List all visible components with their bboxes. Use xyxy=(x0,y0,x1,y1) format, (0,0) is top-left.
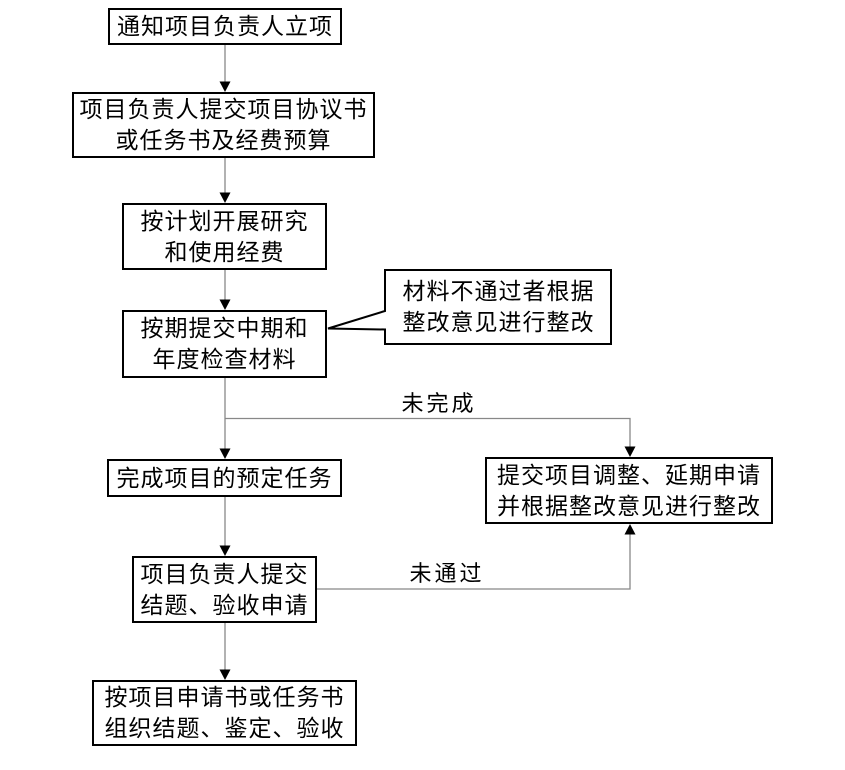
node-organize-acceptance: 按项目申请书或任务书 组织结题、鉴定、验收 xyxy=(92,680,357,746)
connector-not-completed-branch xyxy=(225,417,631,449)
arrow-down-icon xyxy=(219,81,231,92)
arrow-down-icon xyxy=(219,545,231,556)
node-apply-acceptance: 项目负责人提交 结题、验收申请 xyxy=(132,556,317,623)
arrow-down-icon xyxy=(624,446,636,457)
node-midterm-text-line2: 年度检查材料 xyxy=(152,346,297,372)
connector-not-passed-branch xyxy=(317,532,631,590)
edge-label-not-completed: 未完成 xyxy=(401,391,477,416)
node-midterm-text-line1: 按期提交中期和 xyxy=(140,315,309,341)
edge-label-not-passed: 未通过 xyxy=(409,561,485,586)
node-adjust-extension: 提交项目调整、延期申请 并根据整改意见进行整改 xyxy=(485,457,773,524)
node-agreement: 项目负责人提交项目协议书 或任务书及经费预算 xyxy=(72,92,375,158)
node-apply-text-line1: 项目负责人提交 xyxy=(140,560,309,587)
node-complete-text: 完成项目的预定任务 xyxy=(116,464,333,491)
arrow-down-icon xyxy=(219,192,231,203)
node-adjust-text-line2: 并根据整改意见进行整改 xyxy=(497,492,761,519)
node-callout-text-line1: 材料不通过者根据 xyxy=(402,278,595,304)
node-organize-text-line1: 按项目申请书或任务书 xyxy=(104,684,345,710)
node-notify-text: 通知项目负责人立项 xyxy=(117,13,333,39)
connector-lines xyxy=(224,45,631,672)
node-research: 按计划开展研究 和使用经费 xyxy=(122,203,327,270)
node-organize-text-line2: 组织结题、鉴定、验收 xyxy=(104,715,345,741)
node-notify: 通知项目负责人立项 xyxy=(108,8,342,45)
node-adjust-text-line1: 提交项目调整、延期申请 xyxy=(497,461,761,488)
node-midterm: 按期提交中期和 年度检查材料 xyxy=(122,310,327,378)
arrow-down-icon xyxy=(219,669,231,680)
node-callout-text-line2: 整改意见进行整改 xyxy=(402,309,595,335)
node-complete-tasks: 完成项目的预定任务 xyxy=(107,459,342,497)
node-research-text-line2: 和使用经费 xyxy=(164,238,285,265)
arrow-down-icon xyxy=(219,448,231,459)
node-agreement-text-line1: 项目负责人提交项目协议书 xyxy=(79,96,368,122)
arrowheads xyxy=(219,81,636,680)
node-research-text-line1: 按计划开展研究 xyxy=(140,207,309,234)
node-apply-text-line2: 结题、验收申请 xyxy=(140,591,309,618)
node-agreement-text-line2: 或任务书及经费预算 xyxy=(115,127,332,153)
arrow-down-icon xyxy=(219,299,231,310)
node-callout-rectify: 材料不通过者根据 整改意见进行整改 xyxy=(385,270,612,344)
arrow-up-icon xyxy=(624,524,636,535)
callout-bubble-shape xyxy=(327,269,612,345)
